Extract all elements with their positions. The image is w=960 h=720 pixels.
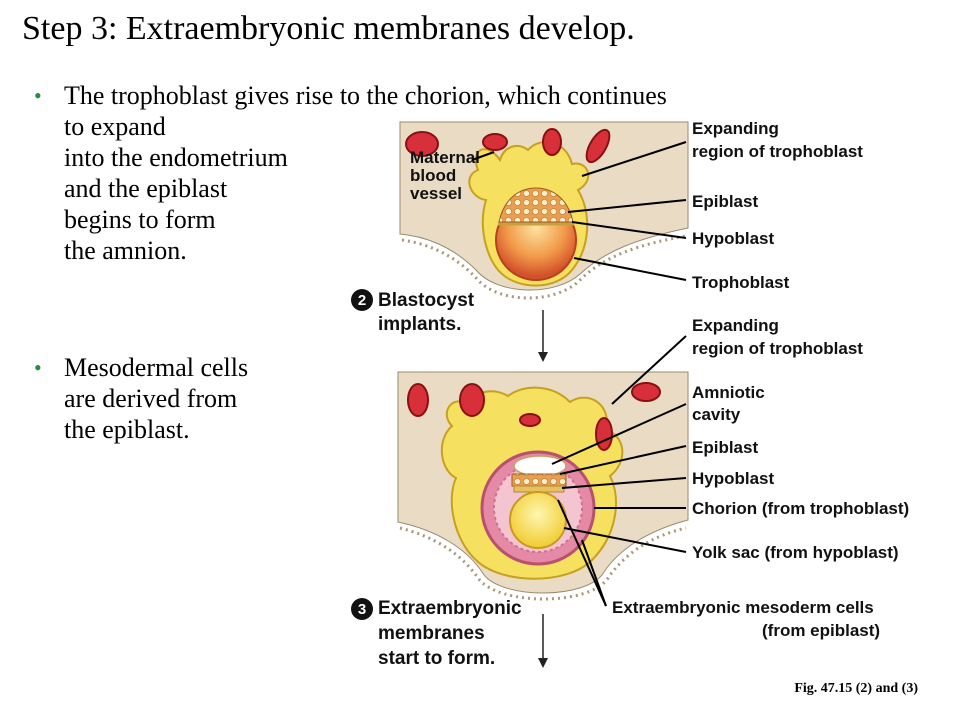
- expanding-trophoblast-label: Expanding region of trophoblast: [692, 119, 863, 161]
- step-number-badge: [351, 289, 373, 311]
- vessel-icon: [585, 128, 611, 164]
- step-number: 3: [358, 601, 366, 618]
- bullet-line: Mesodermal cells: [64, 353, 249, 382]
- bullet-line: begins to form: [64, 205, 216, 234]
- vessel-icon: [595, 417, 613, 451]
- yolk-sac-label: Yolk sac (from hypoblast): [692, 543, 899, 562]
- uterine-lining-dots: [399, 526, 687, 601]
- leader-lines: [567, 141, 687, 281]
- hypoblast-label: Hypoblast: [692, 229, 775, 248]
- expanding-trophoblast-label: Expanding region of trophoblast: [692, 316, 863, 358]
- bullet-line: the amnion.: [64, 236, 187, 265]
- bullet-dot: •: [34, 83, 42, 108]
- step-number-badge: [351, 598, 373, 620]
- extraembryonic-membranes-panel: Expanding region of trophoblast Amniotic…: [397, 316, 909, 640]
- vessel-icon: [405, 131, 439, 157]
- vessel-icon: [459, 383, 485, 417]
- blastocyst-implants-panel: Maternal blood vessel Expanding region o…: [399, 119, 863, 300]
- step-2-label: Blastocyst implants.: [378, 290, 479, 335]
- leader-line: [471, 151, 495, 161]
- down-arrow-icon: [538, 614, 548, 668]
- amniotic-cavity-label: Amniotic cavity: [692, 383, 769, 424]
- step-2-caption: 2 Blastocyst implants.: [351, 289, 479, 335]
- bullet-line: are derived from: [64, 384, 238, 413]
- vessel-icon: [519, 413, 541, 427]
- vessel-icon: [482, 133, 508, 151]
- epiblast-cells-icon: [511, 473, 567, 487]
- extraembryonic-mesoderm-label: Extraembryonic mesoderm cells (from epib…: [612, 598, 880, 640]
- chorion-label: Chorion (from trophoblast): [692, 499, 909, 518]
- bullet-line: into the endometrium: [64, 143, 288, 172]
- hypoblast-label: Hypoblast: [692, 469, 775, 488]
- bullet-line: the epiblast.: [64, 415, 190, 444]
- trophoblast-label: Trophoblast: [692, 273, 790, 292]
- epiblast-cells-icon: [498, 187, 574, 223]
- bullet-line: The trophoblast gives rise to the chorio…: [64, 81, 667, 110]
- vessel-icon: [542, 128, 562, 156]
- amniotic-cavity-icon: [513, 455, 567, 477]
- down-arrow-icon: [538, 310, 548, 362]
- maternal-vessel-label: Maternal blood vessel: [410, 148, 485, 203]
- epiblast-label: Epiblast: [692, 192, 758, 211]
- leader-lines: [551, 335, 687, 607]
- slide-title: Step 3: Extraembryonic membranes develop…: [22, 10, 635, 47]
- step-3-label: Extraembryonic membranes start to form.: [378, 598, 527, 669]
- bullet-mesoderm: • Mesodermal cells are derived from the …: [34, 352, 249, 445]
- vessel-icon: [631, 382, 661, 402]
- step-number: 2: [358, 292, 366, 309]
- vessel-icon: [407, 383, 429, 417]
- step-3-caption: 3 Extraembryonic membranes start to form…: [351, 598, 527, 669]
- bullet-line: to expand: [64, 112, 166, 141]
- bullet-trophoblast: • The trophoblast gives rise to the chor…: [34, 80, 667, 266]
- bullet-dot: •: [34, 355, 42, 380]
- epiblast-label: Epiblast: [692, 438, 758, 457]
- bullet-line: and the epiblast: [64, 174, 228, 203]
- figure-caption: Fig. 47.15 (2) and (3): [794, 681, 918, 696]
